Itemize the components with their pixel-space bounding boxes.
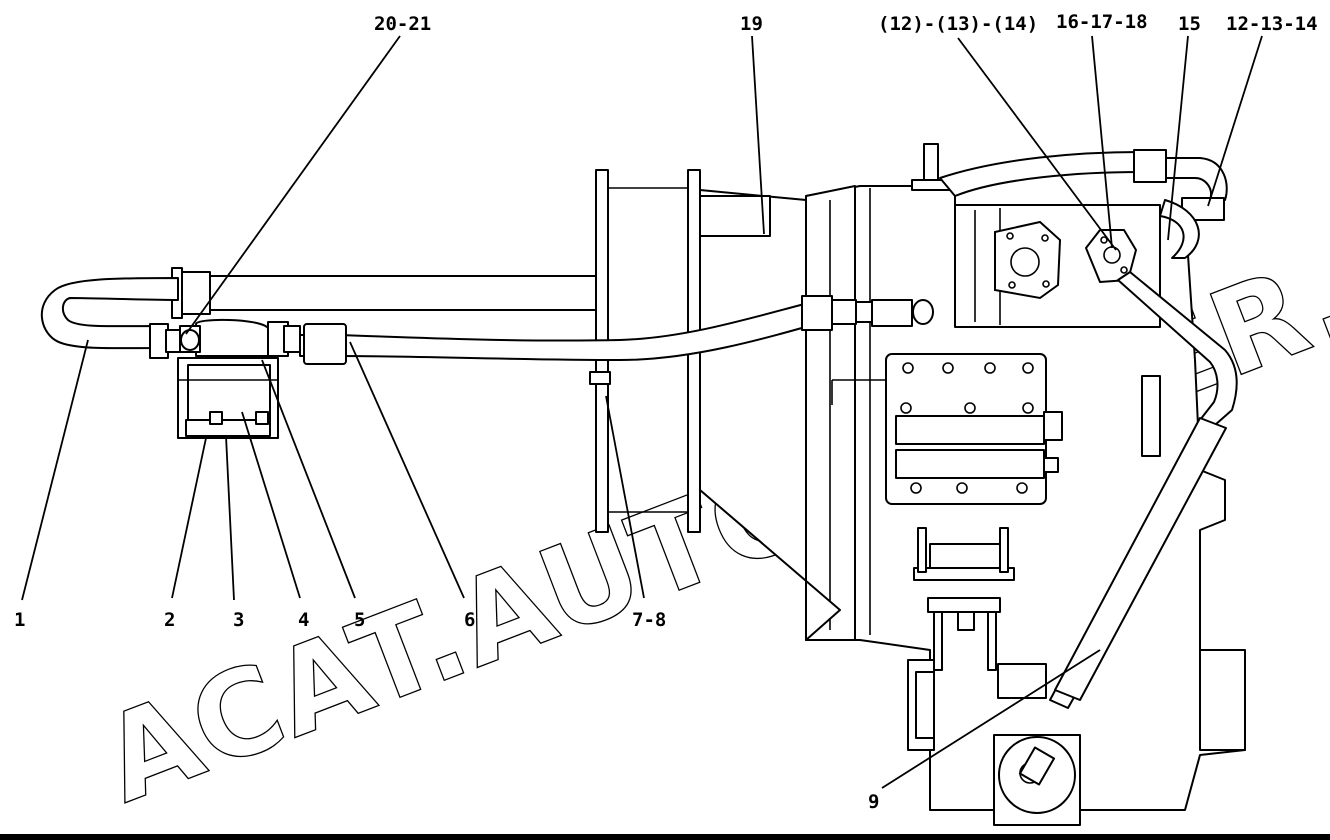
callout-5: 5: [354, 609, 365, 631]
callout-9: 9: [868, 791, 879, 813]
hose-top-return: [939, 149, 1228, 259]
callout-p12-13-14: (12)-(13)-(14): [878, 13, 1038, 35]
filter-assembly: [177, 318, 301, 439]
leader-4: [241, 411, 301, 599]
callout-4: 4: [298, 609, 309, 631]
callout-2: 2: [164, 609, 175, 631]
hose-upper: [171, 267, 597, 319]
callout-16-17-18: 16-17-18: [1056, 11, 1148, 33]
leader-2: [171, 437, 207, 599]
bottom-border: [0, 834, 1330, 840]
leader-3: [225, 435, 235, 601]
callout-19: 19: [740, 13, 763, 35]
leader-12-13-14: [1207, 35, 1263, 207]
leader-16-17-18: [1091, 35, 1113, 249]
callout-labels: 1 2 3 4 5 6 7-8 9 12-13-14 (12)-(13)-(14…: [14, 11, 1318, 813]
leader-p12-13-14: [957, 37, 1117, 251]
leader-20-21: [185, 35, 401, 335]
callout-12-13-14: 12-13-14: [1226, 13, 1318, 35]
leader-5: [261, 359, 356, 599]
pipe-long: [1018, 271, 1238, 786]
callout-20-21: 20-21: [374, 13, 431, 35]
transmission-housing: [699, 143, 1246, 826]
callout-15: 15: [1178, 13, 1201, 35]
hose-main: [149, 295, 934, 365]
callout-6: 6: [464, 609, 475, 631]
leader-lines: [21, 35, 1263, 789]
callout-1: 1: [14, 609, 25, 631]
callout-7-8: 7-8: [632, 609, 666, 631]
leader-19: [751, 35, 765, 235]
leader-1: [21, 339, 89, 601]
leader-6: [349, 341, 465, 599]
leader-7-8: [605, 395, 645, 599]
leader-15: [1167, 35, 1189, 241]
callout-3: 3: [233, 609, 244, 631]
leader-9: [881, 649, 1101, 789]
